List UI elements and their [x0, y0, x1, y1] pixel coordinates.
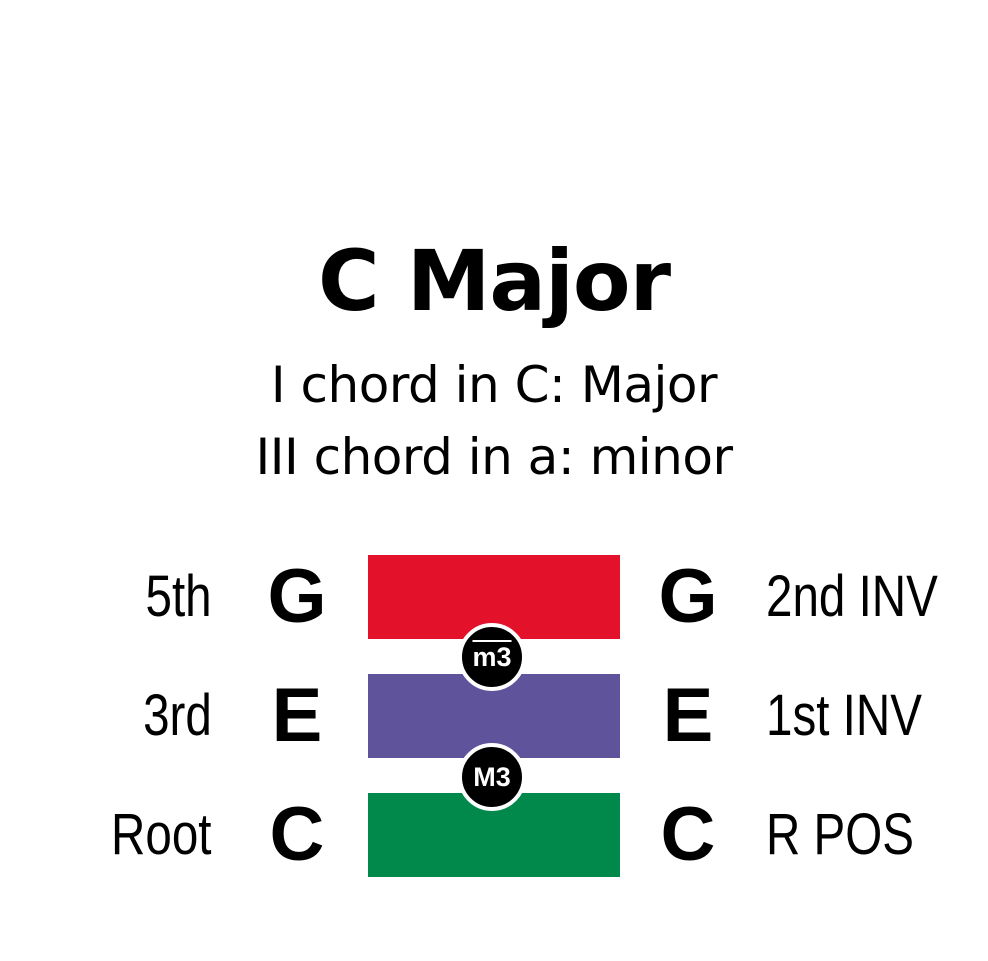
interval-label-m3: m3 [472, 642, 512, 672]
interval-badge-major-third: M3 [458, 743, 526, 811]
degree-label-3rd: 3rd [143, 683, 212, 748]
note-right-e: E [662, 673, 714, 758]
subtitle-relative: III chord in a: minor [255, 428, 734, 486]
note-left-c: C [269, 792, 325, 877]
note-right-g: G [658, 554, 718, 639]
degree-label-root: Root [111, 802, 212, 867]
degree-label-5th: 5th [145, 564, 212, 629]
interval-badge-minor-third: m3 [458, 623, 526, 691]
chord-title: C Major [317, 232, 671, 330]
note-left-e: E [271, 673, 323, 758]
position-label-root-pos: R POS [766, 802, 915, 867]
interval-label-M3: M3 [473, 762, 511, 792]
position-label-2nd-inv: 2nd INV [766, 564, 938, 629]
subtitle-tonic: I chord in C: Major [270, 356, 718, 414]
note-right-c: C [660, 792, 716, 877]
note-left-g: G [267, 554, 327, 639]
position-label-1st-inv: 1st INV [766, 683, 922, 748]
